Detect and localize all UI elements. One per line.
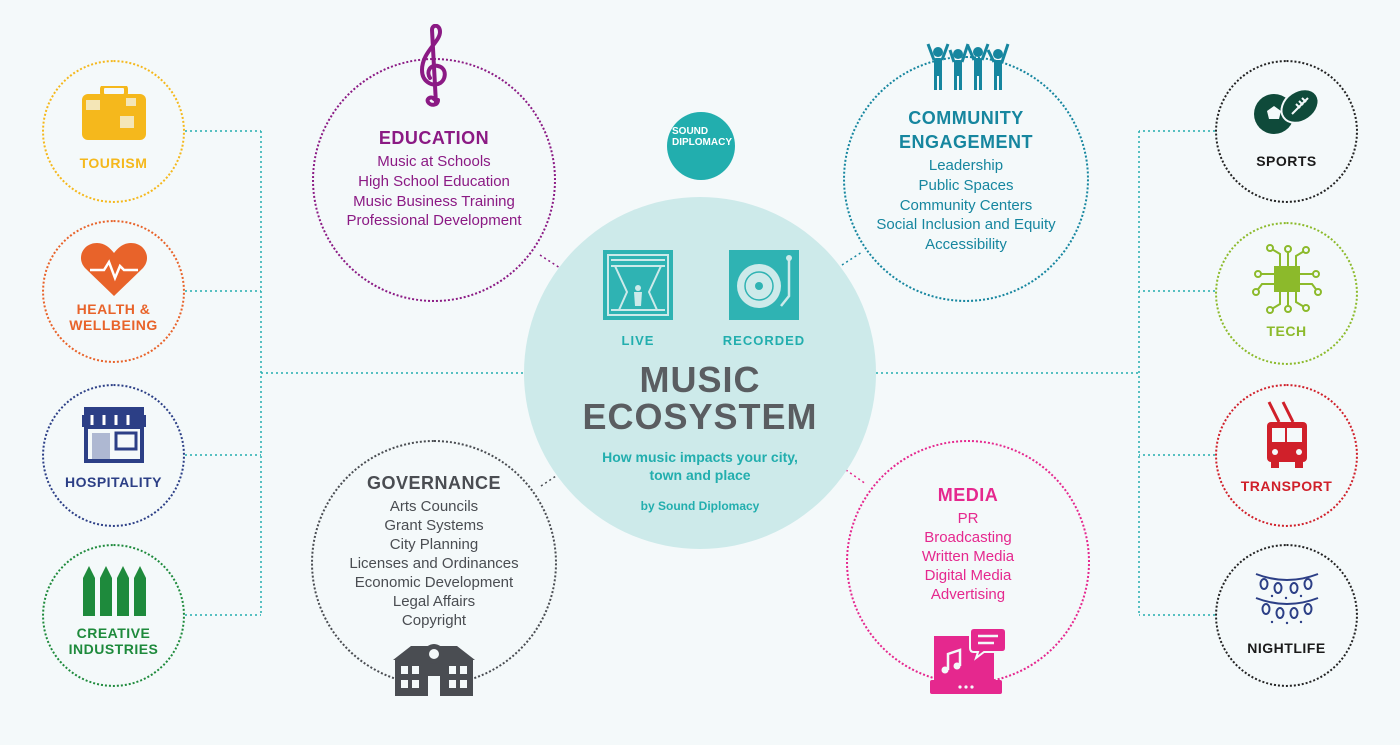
media-title: MEDIA <box>937 485 999 505</box>
treble-clef-icon <box>419 24 447 107</box>
digital-media-laptop-icon <box>930 627 1006 694</box>
center-subtitle-line1: How music impacts your city, <box>602 449 798 465</box>
hospitality-circle <box>42 384 185 527</box>
governance-item: Economic Development <box>354 574 514 591</box>
media-item: Digital Media <box>924 567 1012 584</box>
nightlife-label: NIGHTLIFE <box>1215 640 1358 656</box>
governance-item: Copyright <box>401 612 467 629</box>
community-item: Social Inclusion and Equity <box>876 216 1056 234</box>
circuit-chip-icon <box>1252 244 1322 314</box>
governance-item: City Planning <box>389 536 479 553</box>
tourism-label-line1: TOURISM <box>79 155 148 171</box>
live-stage-icon <box>603 250 673 320</box>
center-title-line1: MUSIC <box>639 359 761 400</box>
trolleybus-icon <box>1267 401 1307 468</box>
community-title-line2: ENGAGEMENT <box>898 132 1033 152</box>
community-people-icon <box>926 43 1010 90</box>
media-item: PR <box>957 510 979 527</box>
governance-item: Legal Affairs <box>392 593 476 610</box>
health-circle <box>42 220 185 363</box>
logo-line2: DIPLOMACY <box>672 137 732 148</box>
tech-label: TECH <box>1215 323 1358 339</box>
heart-icon <box>80 243 148 296</box>
governance-item: Licenses and Ordinances <box>349 555 519 572</box>
sports-circle <box>1215 60 1358 203</box>
creative-circle <box>42 544 185 687</box>
education-title: EDUCATION <box>378 128 490 148</box>
music-ecosystem-center <box>524 197 876 549</box>
center-subtitle-line2: town and place <box>649 467 751 483</box>
transport-label-line1: TRANSPORT <box>1240 478 1333 494</box>
community-item: Public Spaces <box>918 176 1014 194</box>
pencils-icon <box>83 566 146 616</box>
center-subtitle: How music impacts your city, town and pl… <box>524 448 876 484</box>
health-label-line2: WELLBEING <box>69 317 158 333</box>
tourism-label: TOURISM <box>42 155 185 171</box>
education-item: Music Business Training <box>353 192 515 210</box>
suitcase-icon <box>82 86 146 140</box>
health-label-line1: HEALTH & <box>76 301 151 317</box>
education-item: Music at Schools <box>377 153 491 170</box>
community-item: Leadership <box>928 157 1004 174</box>
tourism-circle <box>42 60 185 203</box>
education-item: High School Education <box>358 172 510 190</box>
sports-balls-icon <box>1254 88 1320 134</box>
media-item: Written Media <box>921 548 1015 565</box>
media-item: Broadcasting <box>924 529 1012 546</box>
nightlife-label-line1: NIGHTLIFE <box>1247 640 1326 656</box>
health-label: HEALTH & WELLBEING <box>42 301 185 333</box>
transport-label: TRANSPORT <box>1215 478 1358 494</box>
creative-label: CREATIVE INDUSTRIES <box>42 625 185 657</box>
community-item: Community Centers <box>899 196 1033 214</box>
community-circle <box>843 56 1089 302</box>
recorded-label: RECORDED <box>722 333 806 348</box>
hospitality-label-line1: HOSPITALITY <box>64 474 163 490</box>
logo-line1: SOUND <box>672 126 709 137</box>
city-hall-icon <box>393 644 475 696</box>
community-title: COMMUNITY ENGAGEMENT <box>843 106 1089 154</box>
center-byline: by Sound Diplomacy <box>640 499 760 513</box>
string-lights-icon <box>1255 573 1319 625</box>
live-label: LIVE <box>621 333 655 348</box>
governance-item: Arts Councils <box>389 498 479 515</box>
turntable-icon <box>729 250 799 320</box>
sports-label-line1: SPORTS <box>1256 153 1317 169</box>
transport-circle <box>1215 384 1358 527</box>
governance-item: Grant Systems <box>384 517 484 534</box>
tech-label-line1: TECH <box>1266 323 1307 339</box>
governance-title: GOVERNANCE <box>366 473 501 493</box>
tech-circle <box>1215 222 1358 365</box>
storefront-icon <box>82 407 146 463</box>
creative-label-line1: CREATIVE <box>76 625 151 641</box>
education-item: Professional Development <box>346 212 522 230</box>
sound-diplomacy-logo: SOUND DIPLOMACY <box>667 112 735 180</box>
community-item: Accessibility <box>925 236 1007 254</box>
nightlife-circle <box>1215 544 1358 687</box>
creative-label-line2: INDUSTRIES <box>68 641 159 657</box>
media-item: Advertising <box>930 586 1006 603</box>
center-title-line2: ECOSYSTEM <box>582 396 818 437</box>
community-title-line1: COMMUNITY <box>908 108 1024 128</box>
sports-label: SPORTS <box>1215 153 1358 169</box>
hospitality-label: HOSPITALITY <box>42 474 185 490</box>
